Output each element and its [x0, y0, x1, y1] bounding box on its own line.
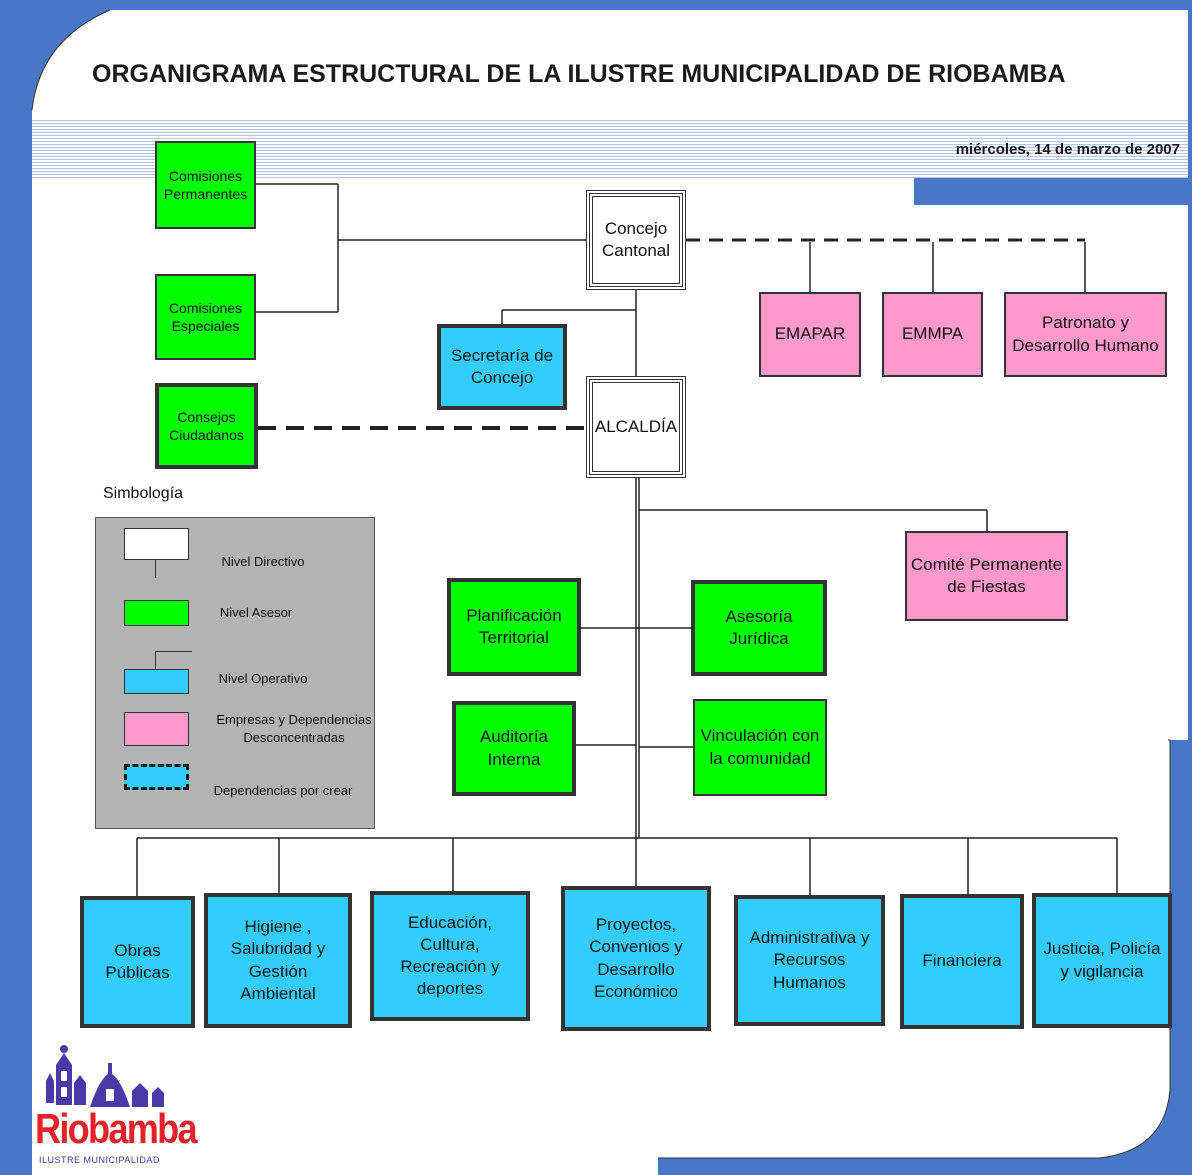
node-obras-publicas: Obras Públicas [80, 896, 195, 1028]
node-justicia: Justicia, Policía y vigilancia [1032, 893, 1172, 1028]
node-emmpa: EMMPA [882, 292, 983, 377]
node-patronato: Patronato y Desarrollo Humano [1004, 292, 1167, 377]
legend-label-directivo: Nivel Directivo [221, 554, 305, 569]
legend-swatch-empresas [124, 712, 189, 746]
node-alcaldia: ALCALDÍA [586, 376, 686, 478]
legend-swatch-operativo [124, 669, 189, 694]
node-asesoria-juridica: Asesoría Jurídica [691, 580, 827, 676]
legend-title: Simbología [103, 485, 184, 502]
node-consejos-ciudadanos: Consejos Ciudadanos [155, 383, 258, 469]
node-proyectos: Proyectos, Convenios y Desarrollo Económ… [561, 886, 711, 1031]
legend-swatch-por-crear [124, 764, 189, 790]
node-vinculacion: Vinculación con la comunidad [693, 699, 827, 796]
logo-wordmark: Riobamba [35, 1105, 198, 1152]
legend-swatch-operativo-line-v [155, 651, 156, 669]
date-label: miércoles, 14 de marzo de 2007 [955, 141, 1180, 158]
node-financiera: Financiera [900, 894, 1024, 1029]
node-planificacion: Planificación Territorial [447, 578, 581, 676]
legend-label-asesor: Nivel Asesor [219, 605, 293, 620]
node-comite-fiestas: Comité Permanente de Fiestas [905, 531, 1068, 621]
legend-swatch-operativo-line-h [155, 651, 192, 652]
legend-label-empresas: Empresas y Dependencias Desconcentradas [216, 712, 372, 746]
node-secretaria-concejo: Secretaría de Concejo [437, 324, 567, 410]
node-concejo-cantonal: Concejo Cantonal [586, 190, 686, 290]
node-educacion: Educación, Cultura, Recreación y deporte… [370, 891, 530, 1021]
node-higiene: Higiene , Salubridad y Gestión Ambiental [204, 893, 352, 1028]
node-comisiones-permanentes: Comisiones Permanentes [155, 141, 256, 229]
legend-label-por-crear: Dependencias por crear [213, 783, 353, 798]
node-administrativa: Administrativa y Recursos Humanos [734, 895, 885, 1026]
legend-label-operativo: Nivel Operativo [218, 671, 308, 686]
legend-swatch-asesor [124, 600, 189, 626]
legend-panel: Nivel Directivo Nivel Asesor Nivel Opera… [95, 517, 375, 829]
node-emapar: EMAPAR [759, 292, 861, 377]
legend-swatch-directivo [124, 528, 189, 560]
logo-subtitle: ILUSTRE MUNICIPALIDAD [39, 1155, 160, 1165]
legend-swatch-directivo-line [155, 560, 156, 578]
riobamba-logo-emblem [46, 1045, 164, 1107]
node-auditoria-interna: Auditoría Interna [452, 701, 576, 796]
node-comisiones-especiales: Comisiones Especiales [155, 274, 256, 360]
page-title: ORGANIGRAMA ESTRUCTURAL DE LA ILUSTRE MU… [92, 60, 1066, 88]
